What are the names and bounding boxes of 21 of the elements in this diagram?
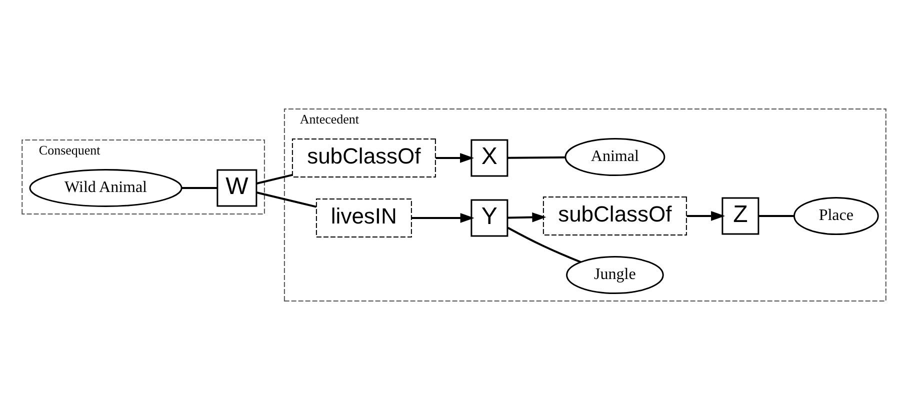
node-box: X xyxy=(470,138,508,176)
connector xyxy=(506,226,581,262)
arrow xyxy=(435,152,474,162)
arrow xyxy=(411,212,474,222)
connector xyxy=(758,214,794,216)
arrow xyxy=(507,212,546,222)
connector xyxy=(256,191,316,208)
arrow xyxy=(686,210,725,220)
connector xyxy=(256,173,292,184)
connector xyxy=(181,186,217,188)
node-box: subClassOf xyxy=(291,138,436,177)
node-ellipse: Place xyxy=(792,196,878,235)
node-box: subClassOf xyxy=(542,196,686,235)
node-box: livesIN xyxy=(315,198,412,237)
node-box: Y xyxy=(470,198,508,236)
node-ellipse: Animal xyxy=(564,137,665,176)
connector xyxy=(507,156,565,158)
node-box: W xyxy=(216,168,257,206)
node-ellipse: Wild Animal xyxy=(28,168,182,207)
node-box: Z xyxy=(721,196,759,234)
node-ellipse: Jungle xyxy=(566,255,664,294)
